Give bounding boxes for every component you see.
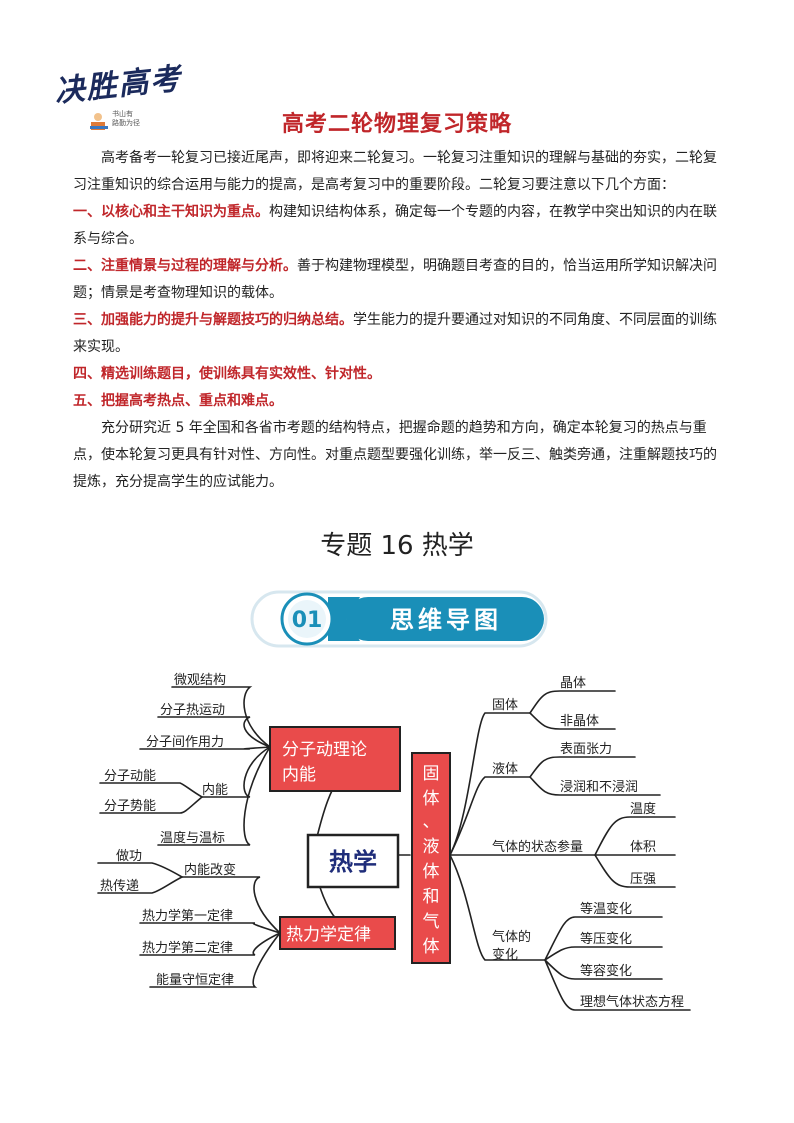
svg-text:内能: 内能: [282, 765, 316, 785]
node-label: 非晶体: [560, 714, 599, 729]
node-label: 内能改变: [184, 862, 236, 878]
svg-text:、: 、: [423, 812, 440, 832]
page-title: 高考二轮物理复习策略: [281, 112, 512, 137]
node-label: 微观结构: [174, 673, 226, 688]
node-label: 气体的状态参量: [492, 839, 583, 855]
node-label: 能量守恒定律: [156, 973, 234, 988]
node-label: 浸润和不浸润: [560, 780, 638, 795]
student-reading-icon: [90, 113, 108, 130]
node-label: 热力学第一定律: [142, 908, 233, 924]
node-label: 体积: [630, 840, 656, 855]
point-head: 二、注重情景与过程的理解与分析。: [73, 258, 297, 274]
svg-text:体: 体: [423, 862, 440, 882]
section-banner: 01 思维导图: [250, 590, 548, 648]
svg-text:体: 体: [423, 789, 440, 809]
point-head: 四、精选训练题目，使训练具有实效性、针对性。: [73, 366, 381, 382]
logo: 决胜高考 书山有路勤为径: [48, 52, 188, 142]
point-head: 五、把握高考热点、重点和难点。: [73, 393, 283, 409]
node-label: 等压变化: [580, 931, 632, 947]
box-solid-liquid-gas: 固 体 、 液 体 和 气 体: [411, 752, 451, 964]
svg-text:和: 和: [423, 887, 440, 907]
node-label: 热传递: [100, 879, 139, 894]
node-label: 温度与温标: [160, 830, 225, 846]
node-label: 等温变化: [580, 901, 632, 917]
node-label: 分子势能: [104, 798, 156, 814]
conclusion-paragraph: 充分研究近 5 年全国和各省市考题的结构特点，把握命题的趋势和方向，确定本轮复习…: [73, 420, 717, 490]
intro-paragraph: 高考备考一轮复习已接近尾声，即将迎来二轮复习。一轮复习注重知识的理解与基础的夯实…: [73, 150, 717, 193]
node-label: 固体: [492, 698, 518, 713]
banner-label: 思维导图: [390, 606, 502, 634]
svg-text:热力学定律: 热力学定律: [286, 925, 371, 945]
node-label: 分子间作用力: [146, 735, 224, 750]
node-label: 等容变化: [580, 963, 632, 979]
logo-text: 决胜高考: [52, 61, 184, 110]
logo-subtitle: 书山有路勤为径: [112, 110, 140, 127]
point-4: 四、精选训练题目，使训练具有实效性、针对性。: [73, 361, 723, 388]
point-head: 一、以核心和主干知识为重点。: [73, 204, 269, 220]
topic-heading: 专题 16 热学: [320, 531, 474, 561]
svg-text:分子动理论: 分子动理论: [282, 740, 367, 760]
node-label: 液体: [492, 762, 518, 777]
point-5: 五、把握高考热点、重点和难点。: [73, 388, 723, 415]
node-label: 气体的: [492, 929, 531, 945]
node-label: 做功: [116, 849, 142, 864]
svg-text:液: 液: [423, 837, 440, 857]
node-label: 晶体: [560, 676, 586, 691]
svg-text:固: 固: [423, 764, 440, 784]
node-label: 分子热运动: [160, 703, 225, 718]
point-2: 二、注重情景与过程的理解与分析。善于构建物理模型，明确题目考查的目的，恰当运用所…: [73, 253, 723, 307]
box-center: 热学: [306, 833, 400, 889]
mind-map: 分子动理论 内能 热力学定律 热学 固 体 、 液 体 和 气 体 微观结构 分…: [97, 673, 691, 1011]
node-label: 变化: [492, 947, 518, 963]
box-thermo-laws: 热力学定律: [279, 916, 396, 950]
node-label: 表面张力: [560, 742, 612, 757]
node-label: 压强: [630, 872, 656, 887]
point-body: 善于构建物理模型，明确题目考查的目的，恰当运用所学知识解决问题；情景是考查物理知…: [73, 258, 717, 301]
svg-text:热学: 热学: [329, 848, 377, 876]
node-label: 温度: [630, 801, 656, 817]
point-1: 一、以核心和主干知识为重点。构建知识结构体系，确定每一个专题的内容，在教学中突出…: [73, 199, 723, 253]
point-body: 构建知识结构体系，确定每一个专题的内容，在教学中突出知识的内在联系与综合。: [73, 204, 717, 247]
svg-text:气: 气: [423, 912, 440, 932]
banner-number: 01: [292, 608, 323, 633]
node-label: 理想气体状态方程: [580, 994, 684, 1010]
node-label: 分子动能: [104, 769, 156, 784]
box-molecular-theory: 分子动理论 内能: [269, 726, 401, 792]
point-body: 学生能力的提升要通过对知识的不同角度、不同层面的训练来实现。: [73, 312, 717, 355]
point-3: 三、加强能力的提升与解题技巧的归纳总结。学生能力的提升要通过对知识的不同角度、不…: [73, 307, 723, 361]
node-label: 热力学第二定律: [142, 940, 233, 956]
svg-text:体: 体: [423, 937, 440, 957]
node-label: 内能: [202, 782, 228, 798]
point-head: 三、加强能力的提升与解题技巧的归纳总结。: [73, 312, 353, 328]
